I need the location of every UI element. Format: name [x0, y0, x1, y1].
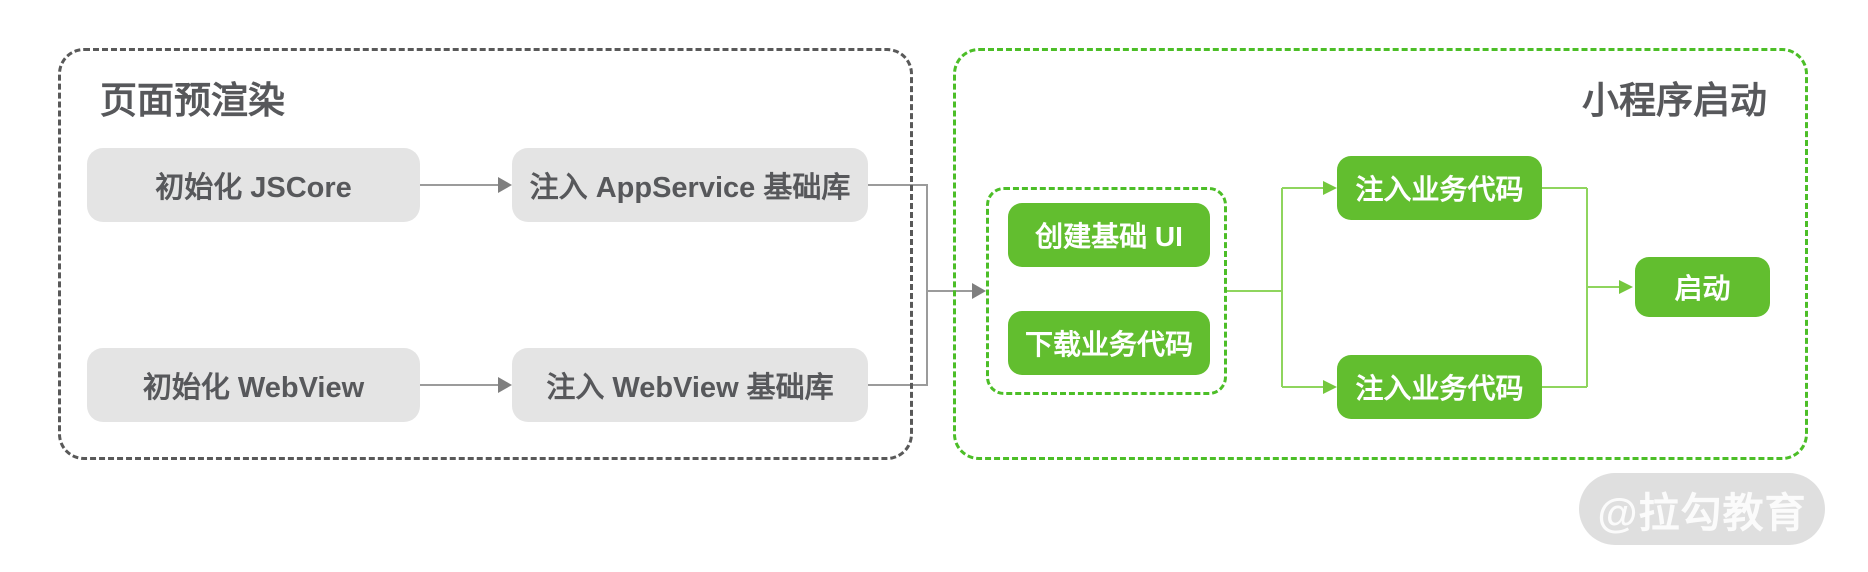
node-create-base-ui: 创建基础 UI	[1008, 203, 1210, 267]
panel-page-prerender-title: 页面预渲染	[100, 80, 285, 121]
panel-page-prerender	[58, 48, 913, 460]
node-launch: 启动	[1635, 257, 1770, 317]
node-download-biz-code-label: 下载业务代码	[1024, 329, 1193, 360]
node-init-webview-label: 初始化 WebView	[142, 372, 365, 404]
panel-base-env	[986, 187, 1227, 395]
node-inject-biz-code-top-label: 注入业务代码	[1355, 174, 1524, 205]
panel-miniprogram-launch-title: 小程序启动	[1582, 80, 1767, 121]
node-inject-webview-label: 注入 WebView 基础库	[546, 372, 834, 404]
node-inject-webview: 注入 WebView 基础库	[512, 348, 868, 422]
watermark-badge: @拉勾教育	[1579, 473, 1825, 545]
node-init-jscore: 初始化 JSCore	[87, 148, 420, 222]
node-init-jscore-label: 初始化 JSCore	[155, 172, 352, 204]
node-init-webview: 初始化 WebView	[87, 348, 420, 422]
node-inject-biz-code-top: 注入业务代码	[1337, 156, 1542, 220]
node-inject-appservice-label: 注入 AppService 基础库	[529, 172, 851, 204]
node-download-biz-code: 下载业务代码	[1008, 311, 1210, 375]
node-inject-biz-code-bottom-label: 注入业务代码	[1355, 373, 1524, 404]
watermark-label: @拉勾教育	[1597, 490, 1807, 536]
node-create-base-ui-label: 创建基础 UI	[1035, 221, 1183, 252]
node-inject-appservice: 注入 AppService 基础库	[512, 148, 868, 222]
node-inject-biz-code-bottom: 注入业务代码	[1337, 355, 1542, 419]
node-launch-label: 启动	[1674, 273, 1731, 304]
panel-miniprogram-launch	[953, 48, 1808, 460]
